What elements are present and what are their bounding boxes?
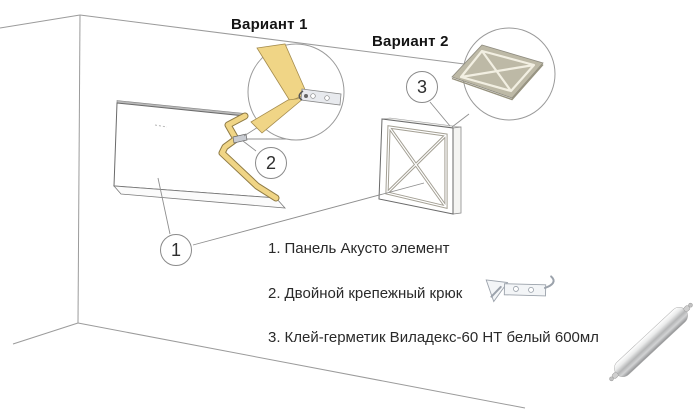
- hook-rivet: [304, 94, 308, 98]
- cartridge-nub-left: [609, 376, 614, 382]
- callout-circle-1: 1: [160, 234, 192, 266]
- variant1-detail-inset: [247, 43, 345, 141]
- glue-bead-pattern-icon: [459, 49, 536, 93]
- leader-3-to-panel2: [429, 101, 451, 127]
- cartridge-nub-right: [688, 302, 693, 308]
- legend-item-2: 2.Двойной крепежный крюк: [268, 285, 462, 302]
- hook-gusset-slot: [490, 285, 502, 298]
- hook-tip: [543, 275, 555, 289]
- legend-item-3: 3.Клей-герметик Виладекс-60 НТ белый 600…: [268, 329, 599, 346]
- hook-bracket-plate: [300, 88, 342, 106]
- acoustic-panel-variant1: [113, 100, 286, 209]
- variant2-detail-inset: [451, 27, 556, 121]
- mounting-hook-on-panel: [232, 133, 248, 144]
- variant1-title: Вариант 1: [231, 16, 308, 33]
- hook-bend: [298, 90, 304, 101]
- panel-back-thickness: [451, 64, 544, 101]
- panel-bottom-edge: [113, 185, 286, 209]
- panel-zigzag-core: [219, 113, 279, 201]
- hook-hole-2: [324, 95, 330, 101]
- leader-inset2: [451, 113, 470, 128]
- legend-label-2: Двойной крепежный крюк: [284, 285, 463, 302]
- room-outline: [0, 14, 526, 409]
- leader-1-to-panel1: [157, 177, 171, 235]
- legend-label-1: Панель Акусто элемент: [284, 240, 450, 257]
- callout-circle-3: 3: [406, 71, 438, 103]
- hook-hole-1: [310, 93, 316, 99]
- ceiling-right-line: [79, 14, 481, 67]
- legend-marker-1: 1.: [268, 240, 281, 257]
- legend-marker-3: 3.: [268, 329, 281, 346]
- variant2-title: Вариант 2: [372, 33, 449, 50]
- leader-2-to-hook: [242, 140, 257, 152]
- glue-bead-highlight: [386, 126, 447, 208]
- hook-bar-hole-2: [528, 286, 534, 293]
- wall-corner-line: [77, 14, 81, 324]
- ceiling-left-line: [0, 14, 81, 29]
- legend-label-3: Клей-герметик Виладекс-60 НТ белый 600мл: [284, 329, 599, 346]
- floor-left-line: [12, 322, 79, 345]
- floor-right-line: [77, 322, 526, 409]
- leader-lines: [157, 101, 470, 246]
- sealant-foil-cartridge-icon: [609, 302, 693, 382]
- legend-marker-2: 2.: [268, 285, 281, 302]
- panel-edge-lower-band: [250, 97, 306, 134]
- leader-1-to-panel2: [192, 182, 425, 246]
- legend-item-1: 1.Панель Акусто элемент: [268, 240, 450, 257]
- hook-bar-hole-1: [513, 286, 519, 292]
- callout-circle-2: 2: [255, 147, 287, 179]
- double-mounting-hook-icon: [485, 275, 555, 303]
